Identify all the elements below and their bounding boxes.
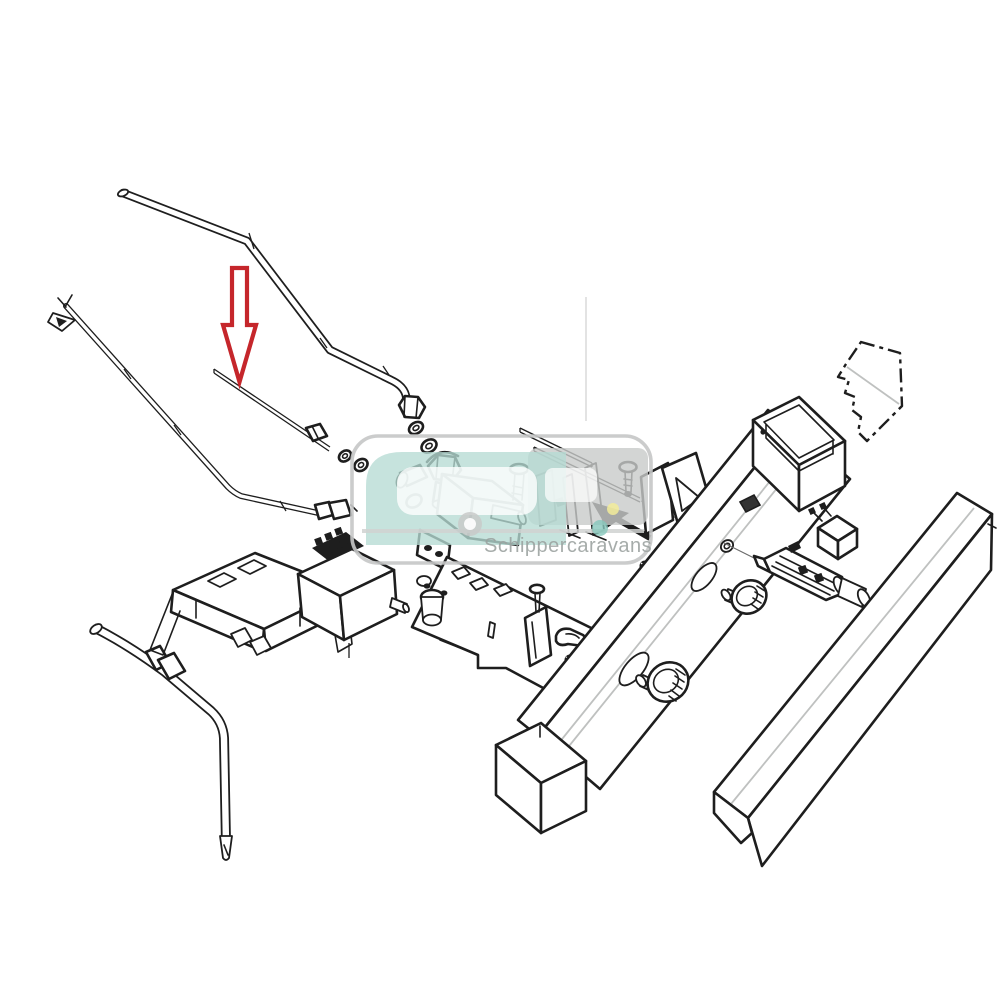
- control-rail: [494, 395, 852, 835]
- rail-end-cap: [494, 721, 588, 835]
- pipe-olive-rings: [407, 420, 438, 454]
- watermark-logo: Schippercaravans: [350, 434, 653, 565]
- watermark-text: Schippercaravans: [484, 535, 652, 557]
- thermocouple-ferrules: [337, 449, 369, 473]
- gas-supply-pipe: [116, 188, 412, 408]
- clamp-flange: [523, 605, 553, 668]
- pilot-pipe: [47, 294, 358, 521]
- valve-spindle: [723, 541, 872, 608]
- rail-holes: [618, 493, 762, 687]
- burner-feed-tube: [89, 623, 233, 861]
- phantom-panel: [836, 340, 904, 443]
- thermocouple-nut: [304, 422, 329, 443]
- micro-switch: [808, 502, 859, 561]
- control-knob-large: [635, 661, 690, 703]
- pipe-union-nut: [397, 394, 427, 420]
- pointer-arrow: [220, 265, 259, 390]
- rail-end-block: [751, 395, 847, 513]
- control-knob-small: [720, 579, 768, 615]
- thermocouple-probe: [213, 368, 369, 473]
- trim-angle-profile: [712, 491, 997, 868]
